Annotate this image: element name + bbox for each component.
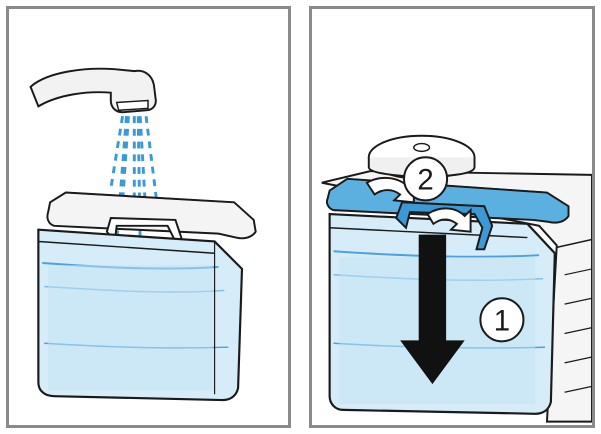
water-tank xyxy=(38,230,242,400)
step-2-badge: 2 xyxy=(404,157,447,200)
faucet-icon xyxy=(31,69,156,113)
insert-tank-drawing: 2 1 xyxy=(312,9,592,425)
step-1-badge: 1 xyxy=(480,298,523,341)
step-2-label: 2 xyxy=(417,164,433,197)
panel-insert-tank: 2 1 xyxy=(309,6,595,428)
step-1-label: 1 xyxy=(494,305,510,338)
panel-fill-tank xyxy=(6,6,291,428)
fill-tank-drawing xyxy=(9,9,288,425)
